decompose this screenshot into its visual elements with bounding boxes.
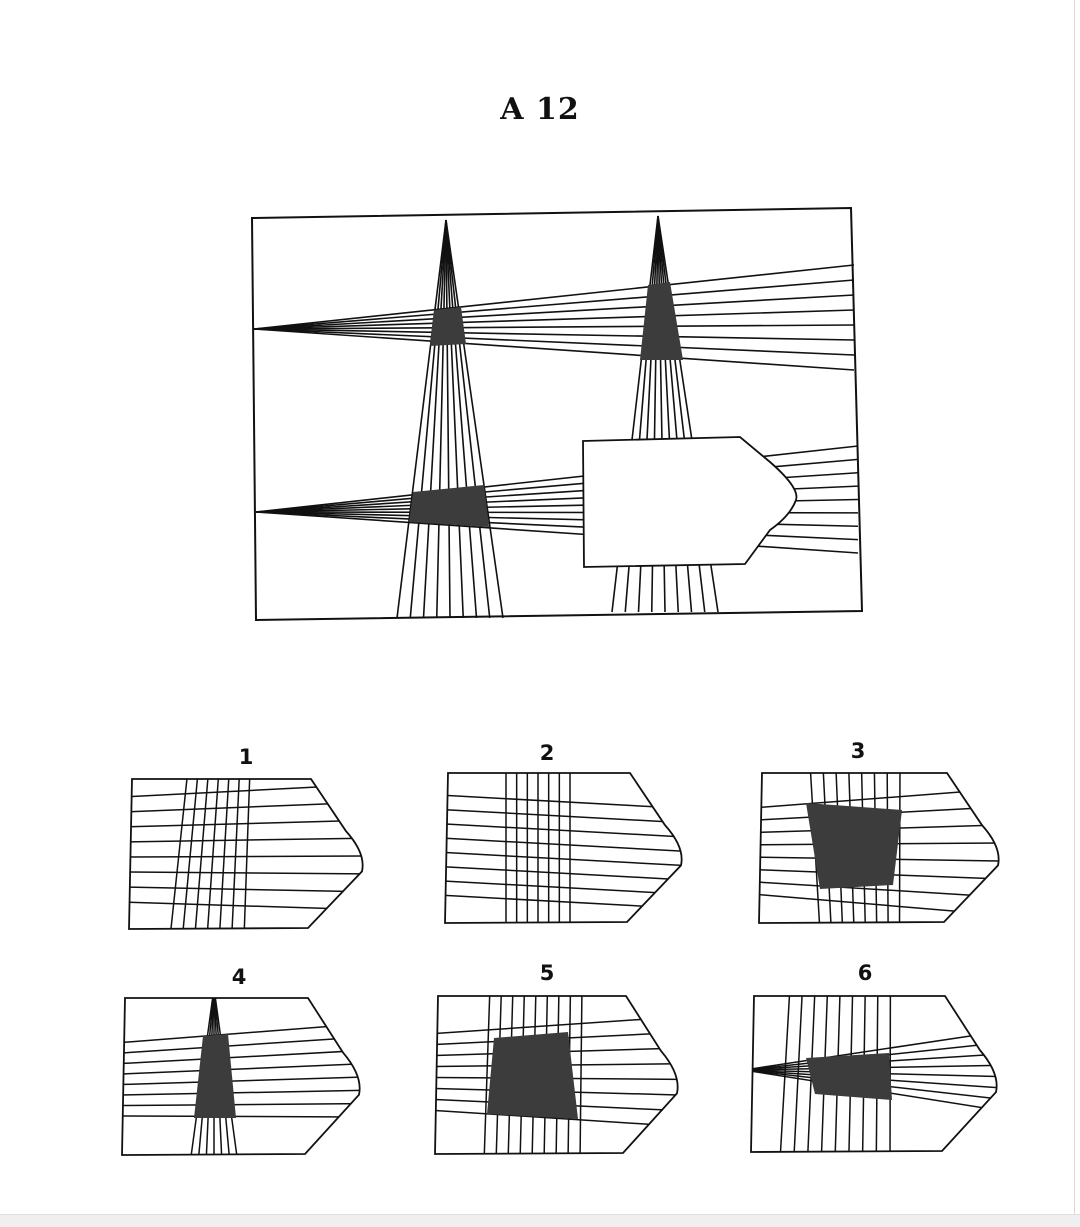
answer-option-4[interactable]	[115, 988, 373, 1164]
option-pattern	[438, 763, 695, 932]
answer-option-5[interactable]	[428, 986, 691, 1163]
answer-option-3[interactable]	[752, 763, 1012, 932]
option-label-3: 3	[843, 739, 873, 763]
option-label-4: 4	[224, 965, 254, 989]
option-label-6: 6	[850, 961, 880, 985]
option-pattern	[752, 763, 1012, 932]
answer-option-6[interactable]	[744, 986, 1010, 1161]
option-pattern	[115, 988, 373, 1164]
main-frame-fill	[252, 208, 862, 620]
option-shaded-region	[806, 803, 902, 889]
option-label-2: 2	[532, 741, 562, 765]
answer-option-2[interactable]	[438, 763, 695, 932]
upper-left-intersection	[430, 307, 466, 346]
option-label-1: 1	[231, 745, 261, 769]
page-edge	[1074, 0, 1075, 1214]
option-pattern	[122, 769, 376, 938]
option-label-5: 5	[532, 961, 562, 985]
option-shaded-region	[487, 1032, 578, 1119]
bottom-scroll-bar	[0, 1214, 1080, 1227]
option-pattern	[428, 986, 691, 1163]
lower-left-intersection	[409, 485, 489, 527]
answer-option-1[interactable]	[122, 769, 376, 938]
option-pattern	[744, 986, 1010, 1161]
main-figure	[252, 208, 862, 620]
option-shaded-region	[806, 1053, 892, 1100]
